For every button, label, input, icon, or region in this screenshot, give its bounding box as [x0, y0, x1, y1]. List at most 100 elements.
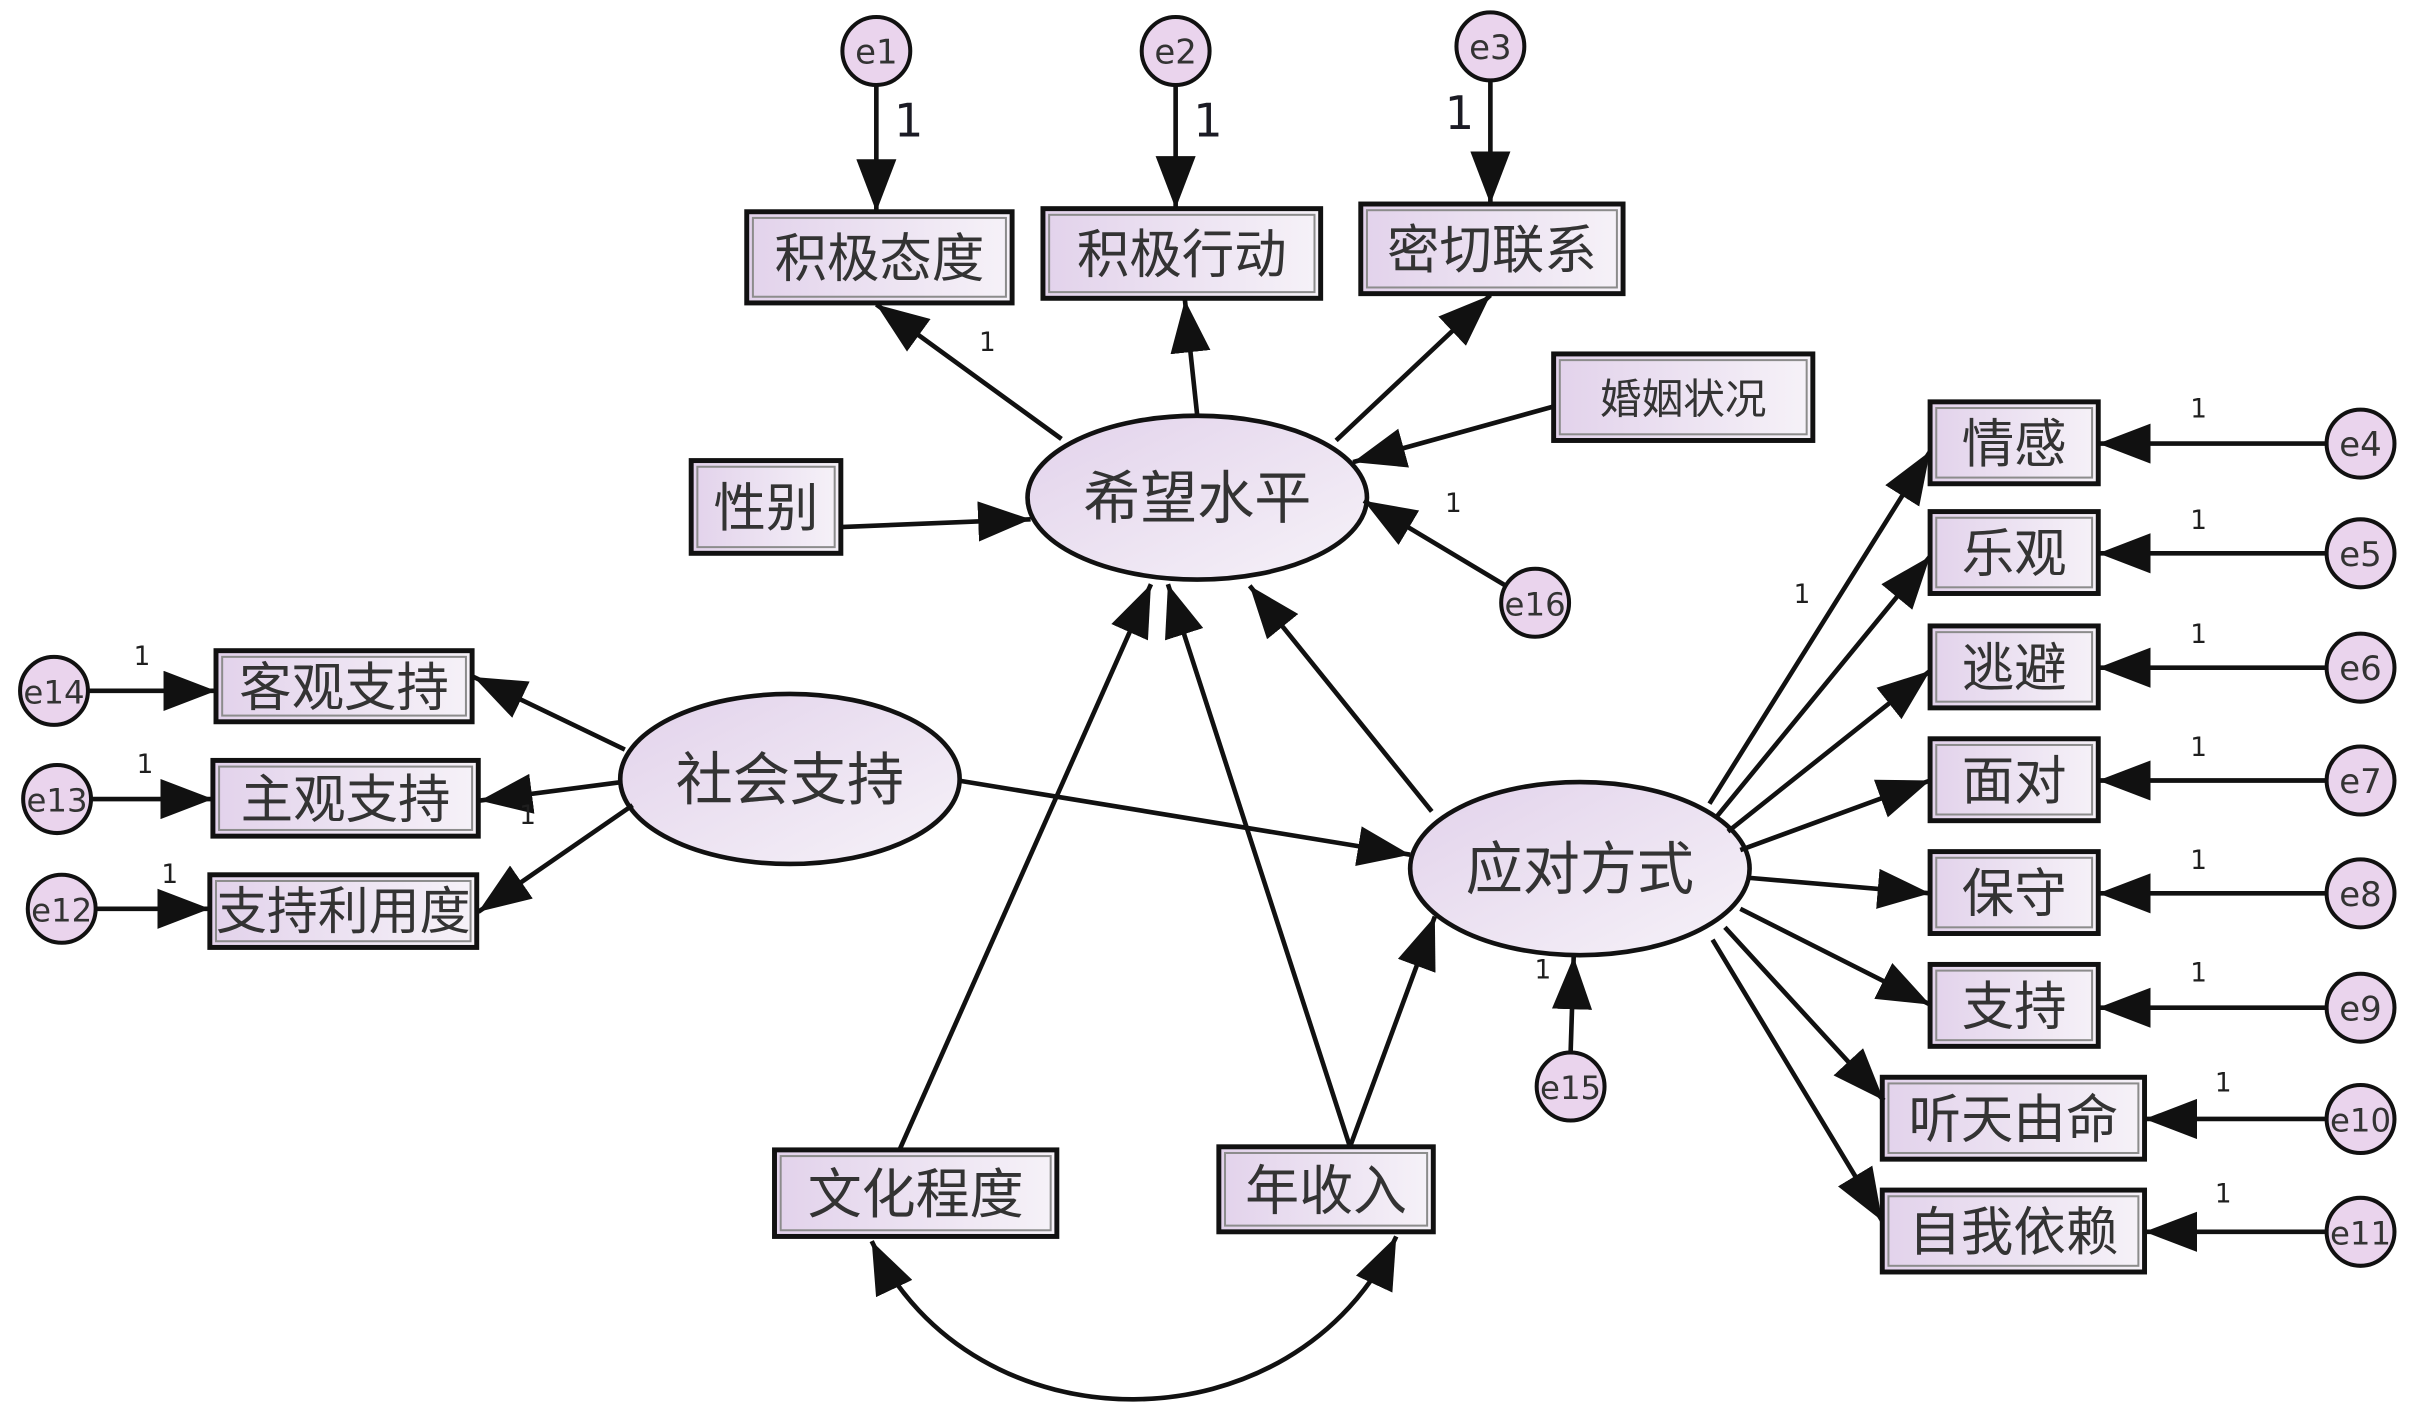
error-term-e2: e2: [1139, 14, 1212, 88]
error-term-label: e11: [2330, 1214, 2391, 1252]
latent-variable-social-support: 社会支持: [617, 691, 962, 867]
observed-box-inner-frame: [1935, 516, 2094, 589]
observed-box-inner-frame: [218, 765, 474, 831]
path-arrow-coping-style-to-support: [1739, 906, 1932, 1007]
path-arrow-coping-style-to-conservative: [1749, 868, 1931, 909]
error-term-label: e12: [31, 891, 92, 929]
error-term-e7: e7: [2324, 744, 2397, 817]
observed-box: [744, 209, 1015, 306]
path-weight-label: 1: [519, 801, 536, 831]
covariance-arc-education-with-annual-income: [869, 1235, 1399, 1402]
error-term-label: e1: [855, 33, 897, 73]
path-arrow-coping-style-to-optimism: [1715, 554, 1932, 818]
observed-box: [688, 458, 844, 556]
path-weight-label: 1: [2190, 846, 2207, 876]
error-term-e15: e15: [1534, 1050, 1607, 1123]
observed-box-inner-frame: [1935, 856, 2094, 929]
observed-box: [213, 648, 475, 725]
observed-variable-label: 年收入: [1245, 1159, 1407, 1222]
observed-variable-close-contact: 密切联系: [1358, 201, 1626, 297]
error-term-label: e4: [2339, 425, 2381, 465]
error-term-e5: e5: [2324, 517, 2397, 590]
error-term-label: e16: [1505, 585, 1566, 623]
error-term-e8: e8: [2324, 857, 2397, 930]
observed-variable-support: 支持: [1927, 961, 2101, 1049]
observed-variable-education: 文化程度: [772, 1147, 1060, 1239]
error-term-label: e14: [23, 673, 84, 711]
observed-box-inner-frame: [1935, 631, 2094, 703]
error-term-label: e9: [2339, 989, 2381, 1029]
path-arrow-education-to-hope-level: [897, 583, 1154, 1151]
observed-box: [207, 872, 480, 950]
observed-variable-subjective-support: 主观支持: [210, 757, 481, 839]
observed-variable-conservative: 保守: [1927, 849, 2101, 936]
observed-box: [1551, 351, 1816, 443]
path-weight-label: 1: [161, 860, 178, 890]
path-arrow-social-support-to-support-utilization: [476, 803, 634, 914]
path-arrow-e16-to-hope-level: [1362, 498, 1507, 588]
path-arrow-gender-to-hope-level: [840, 501, 1031, 542]
error-term-e16: e16: [1499, 566, 1572, 639]
error-term-label: e13: [27, 782, 88, 820]
path-arrow-coping-style-to-confrontation: [1739, 778, 1931, 853]
observed-box-inner-frame: [1224, 1151, 1429, 1227]
path-arrow-hope-level-to-positive-action: [1170, 299, 1211, 417]
observed-variable-label: 支持: [1962, 976, 2067, 1037]
observed-variable-avoidance: 逃避: [1927, 623, 2101, 711]
error-term-label: e8: [2339, 875, 2381, 915]
observed-variable-annual-income: 年收入: [1216, 1144, 1436, 1235]
error-term-e14: e14: [18, 654, 90, 727]
observed-variable-self-reliance: 自我依赖: [1879, 1187, 2148, 1275]
observed-box-inner-frame: [1887, 1082, 2140, 1154]
path-weight-label: 1: [1445, 489, 1462, 519]
path-arrow-hope-level-to-close-contact: [1334, 293, 1492, 443]
error-term-e4: e4: [2324, 407, 2397, 480]
path-arrow-annual-income-to-coping-style: [1347, 915, 1438, 1148]
observed-box-inner-frame: [1558, 359, 1808, 436]
error-term-label: e6: [2339, 649, 2381, 689]
path-arrow-coping-style-to-avoidance: [1726, 668, 1932, 834]
path-weight-label: 1: [1794, 580, 1811, 610]
error-circle: [1499, 566, 1572, 639]
path-weight-label: 1: [134, 642, 151, 672]
observed-variable-label: 情感: [1962, 414, 2067, 475]
observed-variable-label: 听天由命: [1908, 1089, 2118, 1150]
observed-variable-support-utilization: 支持利用度: [207, 872, 480, 950]
observed-box: [772, 1147, 1060, 1239]
observed-variable-label: 性别: [714, 478, 819, 539]
observed-variable-label: 文化程度: [808, 1163, 1024, 1226]
observed-box: [1927, 736, 2101, 824]
nodes-layer: 希望水平社会支持应对方式积极态度积极行动密切联系婚姻状况性别客观支持主观支持支持…: [18, 10, 2397, 1275]
path-weight-label: 1: [979, 328, 996, 358]
path-arrow-annual-income-to-hope-level: [1165, 583, 1353, 1148]
observed-box: [1927, 961, 2101, 1049]
path-weight-label: 1: [2190, 395, 2207, 425]
error-term-e13: e13: [21, 763, 94, 836]
observed-variable-fatalism: 听天由命: [1879, 1074, 2148, 1162]
observed-box: [1927, 509, 2101, 596]
observed-variable-marital-status: 婚姻状况: [1551, 351, 1816, 443]
latent-variable-label: 社会支持: [676, 747, 904, 813]
error-circle: [840, 14, 913, 88]
observed-variable-label: 主观支持: [241, 769, 451, 830]
observed-variable-label: 婚姻状况: [1600, 374, 1767, 423]
observed-box: [1040, 206, 1324, 301]
error-term-label: e5: [2339, 535, 2381, 575]
path-weight-label: 1: [1445, 86, 1474, 140]
error-term-e3: e3: [1454, 10, 1527, 83]
observed-box-inner-frame: [779, 1155, 1052, 1232]
observed-variable-label: 支持利用度: [216, 883, 470, 942]
observed-variable-positive-attitude: 积极态度: [744, 209, 1015, 306]
path-arrow-marital-status-to-hope-level: [1352, 404, 1555, 468]
path-weight-label: 1: [2190, 959, 2207, 989]
observed-box-inner-frame: [1365, 209, 1618, 289]
path-arrow-social-support-to-objective-support: [472, 674, 626, 752]
observed-variable-label: 保守: [1962, 864, 2067, 925]
observed-box-inner-frame: [1935, 969, 2094, 1042]
error-circle: [1139, 14, 1212, 88]
observed-variable-optimism: 乐观: [1927, 509, 2101, 596]
path-weight-label: 1: [2190, 733, 2207, 763]
observed-variable-label: 面对: [1962, 751, 2067, 812]
path-weight-label: 1: [1193, 94, 1222, 148]
